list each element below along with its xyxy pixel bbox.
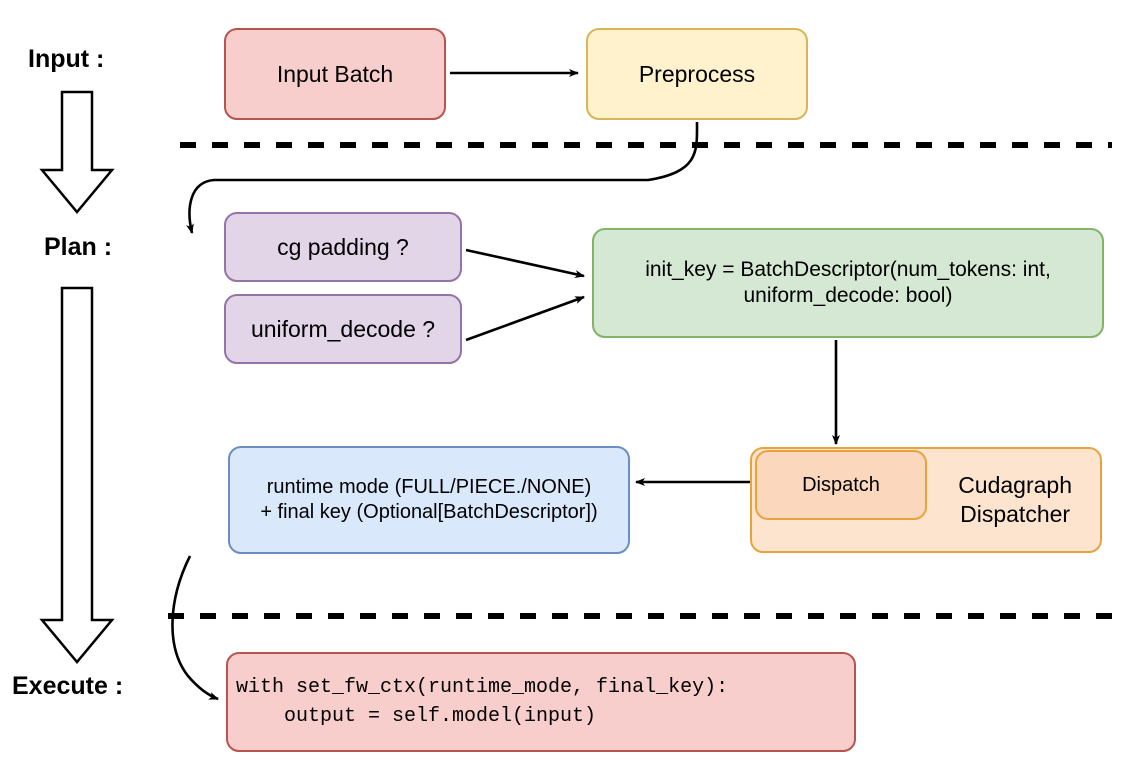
- node-init-key-label: init_key = BatchDescriptor(num_tokens: i…: [645, 257, 1051, 307]
- stage-label-plan: Plan :: [44, 233, 113, 261]
- node-preprocess-label: Preprocess: [638, 60, 756, 87]
- node-uniform-decode[interactable]: uniform_decode ?: [224, 294, 462, 364]
- node-runtime-mode-label: runtime mode (FULL/PIECE./NONE) + final …: [260, 476, 598, 523]
- node-preprocess[interactable]: Preprocess: [586, 28, 808, 120]
- node-cg-padding[interactable]: cg padding ?: [224, 212, 462, 282]
- node-code-block-label: with set_fw_ctx(runtime_mode, final_key)…: [236, 676, 729, 728]
- node-input-batch[interactable]: Input Batch: [224, 28, 446, 120]
- node-dispatch[interactable]: Dispatch: [755, 450, 927, 520]
- node-uniform-decode-label: uniform_decode ?: [250, 315, 436, 342]
- edge-runtime-mode-to-code: [171, 555, 219, 701]
- node-cg-padding-label: cg padding ?: [277, 233, 409, 260]
- node-cudagraph-dispatcher-label: Cudagraph Dispatcher: [958, 472, 1072, 527]
- node-dispatch-label: Dispatch: [802, 473, 880, 496]
- edge-cg-padding-to-init-key: [465, 248, 585, 278]
- stage-label-input: Input :: [28, 45, 105, 73]
- node-input-batch-label: Input Batch: [276, 60, 394, 87]
- node-init-key[interactable]: init_key = BatchDescriptor(num_tokens: i…: [592, 228, 1104, 338]
- input-to-plan-arrow: [39, 90, 115, 214]
- plan-to-execute-arrow: [39, 286, 115, 664]
- stage-label-execute: Execute :: [12, 672, 124, 700]
- node-code-block[interactable]: with set_fw_ctx(runtime_mode, final_key)…: [226, 652, 856, 752]
- edge-uniform-decode-to-init-key: [465, 295, 585, 342]
- node-runtime-mode[interactable]: runtime mode (FULL/PIECE./NONE) + final …: [228, 446, 630, 554]
